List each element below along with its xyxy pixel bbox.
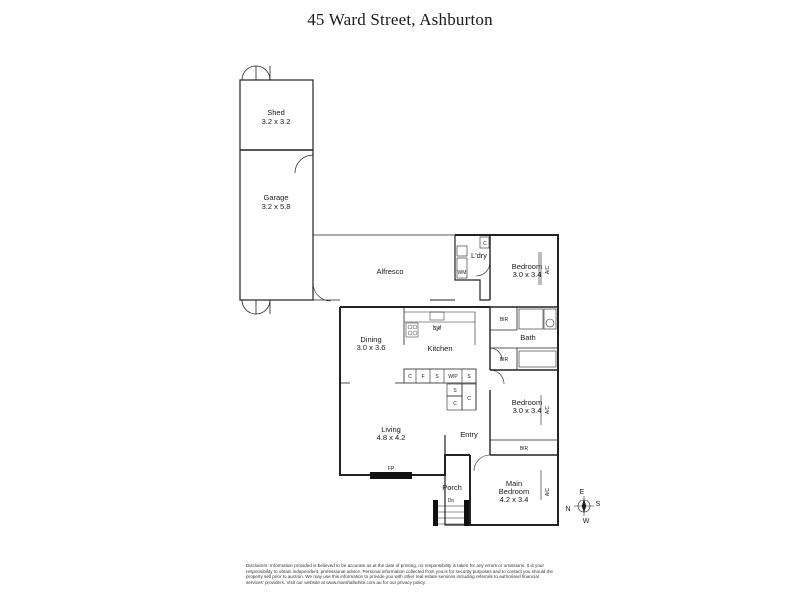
garage-dim: 3.2 x 5.8 xyxy=(262,202,291,211)
compass-n: N xyxy=(565,506,570,513)
porch-steps xyxy=(433,500,469,526)
living-label: Living xyxy=(381,425,401,434)
compass-e: E xyxy=(580,489,585,496)
fridge-label: F xyxy=(421,374,424,380)
compass-icon xyxy=(574,496,594,516)
cupboard-label-2: C xyxy=(453,401,457,407)
bath-label: Bath xyxy=(520,333,535,342)
cupboard-label: C xyxy=(408,374,412,380)
bedroom2-dim: 3.0 x 3.4 xyxy=(513,406,542,415)
shed-dim: 3.2 x 3.2 xyxy=(262,117,291,126)
bir-label-1: BIR xyxy=(500,317,509,323)
laundry-label: L'dry xyxy=(471,251,487,260)
kitchen-label: Kitchen xyxy=(427,344,452,353)
living-dim: 4.8 x 4.2 xyxy=(377,433,406,442)
ac-label-2: A/C xyxy=(545,405,551,414)
compass-s: S xyxy=(596,501,601,508)
dw-label: DW xyxy=(433,326,442,332)
bedroom2-label: Bedroom xyxy=(512,398,542,407)
compass-w: W xyxy=(583,518,590,525)
bedroom1-label: Bedroom xyxy=(512,262,542,271)
dining-dim: 3.0 x 3.6 xyxy=(357,343,386,352)
wm-label: WM xyxy=(458,270,467,276)
bir-label-3: BIR xyxy=(520,446,529,452)
main-bedroom-label: Main xyxy=(506,479,522,488)
storage-label-2: S xyxy=(467,374,471,380)
main-bedroom-label2: Bedroom xyxy=(499,487,529,496)
dn-label: Dn xyxy=(448,498,455,504)
wip-label: WIP xyxy=(448,374,458,380)
storage-label-3: S xyxy=(453,388,457,394)
ac-label-1: A/C xyxy=(545,265,551,274)
laundry-cupboard-label: C xyxy=(483,241,487,247)
main-bedroom-dim: 4.2 x 3.4 xyxy=(500,495,529,504)
fireplace xyxy=(370,472,412,479)
bedroom1-dim: 3.0 x 3.4 xyxy=(513,270,542,279)
outbuilding-outline xyxy=(239,79,314,301)
bir-label-2: BIR xyxy=(500,357,509,363)
page-title: 45 Ward Street, Ashburton xyxy=(307,10,493,29)
garage-label: Garage xyxy=(263,193,288,202)
porch-label: Porch xyxy=(442,483,462,492)
dining-label: Dining xyxy=(360,335,381,344)
entry-label: Entry xyxy=(460,430,478,439)
alfresco-label: Alfresco xyxy=(376,267,403,276)
cupboard-label-3: C xyxy=(467,396,471,402)
shed-label: Shed xyxy=(267,108,285,117)
ac-label-3: A/C xyxy=(545,487,551,496)
disclaimer-text: Disclaimer: Information provided is beli… xyxy=(246,563,553,585)
storage-label-1: S xyxy=(435,374,439,380)
fp-label: FP xyxy=(388,466,395,472)
